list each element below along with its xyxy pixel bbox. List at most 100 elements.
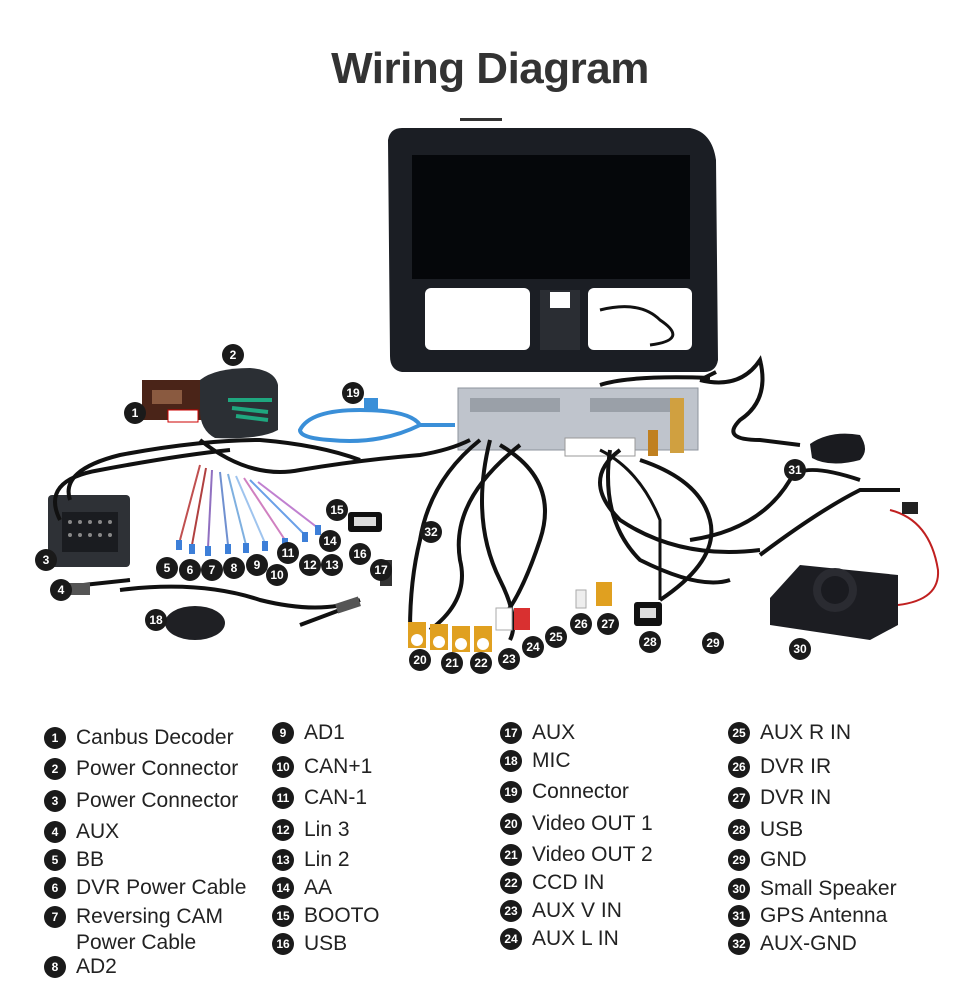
blue-cable (297, 407, 455, 443)
legend-item-16: 16 USB (272, 931, 347, 957)
callout-badge-6: 6 (179, 559, 201, 581)
callout-badge-1: 1 (124, 402, 146, 424)
power-connector-2 (200, 368, 278, 439)
main-box (457, 387, 699, 457)
svg-text:23: 23 (502, 652, 516, 666)
legend-label: Video OUT 1 (532, 812, 653, 835)
legend-number-badge: 2 (44, 758, 66, 780)
legend-label: CAN-1 (304, 786, 368, 809)
legend-number-badge: 30 (728, 878, 750, 900)
legend-number-badge: 21 (500, 844, 522, 866)
callout-badge-14: 14 (319, 530, 341, 552)
svg-text:22: 22 (474, 656, 488, 670)
legend-label: Power Connector (76, 789, 239, 812)
legend-label: USB (304, 932, 348, 955)
svg-text:6: 6 (187, 563, 194, 577)
legend-label: DVR IN (760, 786, 832, 809)
callout-badge-25: 25 (545, 626, 567, 648)
legend-number-badge: 29 (728, 849, 750, 871)
svg-text:21: 21 (445, 656, 459, 670)
legend-item-31: 31 GPS Antenna (728, 903, 887, 929)
legend-item-23: 23 AUX V IN (500, 898, 622, 924)
callout-badge-4: 4 (50, 579, 72, 601)
callout-badge-28: 28 (639, 631, 661, 653)
legend-number-badge: 17 (500, 722, 522, 744)
legend-label: DVR IR (760, 755, 832, 778)
legend-number-badge: 18 (500, 750, 522, 772)
callout-badge-18: 18 (145, 609, 167, 631)
svg-text:1: 1 (132, 406, 139, 420)
legend-item-30: 30 Small Speaker (728, 876, 897, 902)
callout-badge-27: 27 (597, 613, 619, 635)
legend-label: Small Speaker (760, 877, 897, 900)
legend-number-badge: 16 (272, 933, 294, 955)
legend-item-28: 28 USB (728, 817, 803, 843)
legend-number-badge: 13 (272, 849, 294, 871)
svg-text:11: 11 (282, 546, 295, 560)
svg-text:10: 10 (270, 568, 284, 582)
callout-badge-2: 2 (222, 344, 244, 366)
legend-label: AUX V IN (532, 899, 622, 922)
legend-label: MIC (532, 749, 571, 772)
callout-badge-30: 30 (789, 638, 811, 660)
legend-number-badge: 14 (272, 877, 294, 899)
legend-number-badge: 1 (44, 727, 66, 749)
legend-number-badge: 24 (500, 928, 522, 950)
legend-number-badge: 19 (500, 781, 522, 803)
svg-text:28: 28 (643, 635, 657, 649)
legend-number-badge: 12 (272, 819, 294, 841)
callout-badge-9: 9 (246, 554, 268, 576)
callout-badge-3: 3 (35, 549, 57, 571)
callout-badge-29: 29 (702, 632, 724, 654)
legend-number-badge: 31 (728, 905, 750, 927)
svg-text:19: 19 (346, 386, 360, 400)
svg-text:9: 9 (254, 558, 261, 572)
small-speaker (770, 565, 898, 640)
legend-number-badge: 15 (272, 905, 294, 927)
legend-number-badge: 23 (500, 900, 522, 922)
legend-label: AD1 (304, 721, 345, 744)
legend-label: CAN+1 (304, 755, 373, 778)
callout-badge-32: 32 (420, 521, 442, 543)
legend-number-badge: 11 (272, 787, 294, 809)
legend-label: GND (760, 848, 807, 871)
callout-badge-24: 24 (522, 636, 544, 658)
legend-label: Reversing CAM Power Cable (76, 905, 224, 954)
callout-badge-8: 8 (223, 557, 245, 579)
legend-label: Connector (532, 780, 629, 803)
svg-text:15: 15 (330, 503, 344, 517)
callout-badge-10: 10 (266, 564, 288, 586)
svg-text:18: 18 (149, 613, 163, 627)
svg-text:3: 3 (43, 553, 50, 567)
svg-text:8: 8 (231, 561, 238, 575)
microphone (165, 606, 225, 640)
legend-number-badge: 5 (44, 849, 66, 871)
legend-label: GPS Antenna (760, 904, 888, 927)
colored-leads (179, 464, 319, 549)
legend-label: USB (760, 818, 804, 841)
power-connector-3 (48, 495, 130, 567)
svg-text:29: 29 (706, 636, 720, 650)
legend-label: AD2 (76, 955, 117, 978)
callout-badge-11: 11 (277, 542, 299, 564)
rca-connectors (408, 582, 612, 652)
title-underline (460, 118, 502, 121)
legend-item-18: 18 MIC (500, 748, 571, 774)
legend-number-badge: 28 (728, 819, 750, 841)
svg-text:7: 7 (209, 563, 216, 577)
